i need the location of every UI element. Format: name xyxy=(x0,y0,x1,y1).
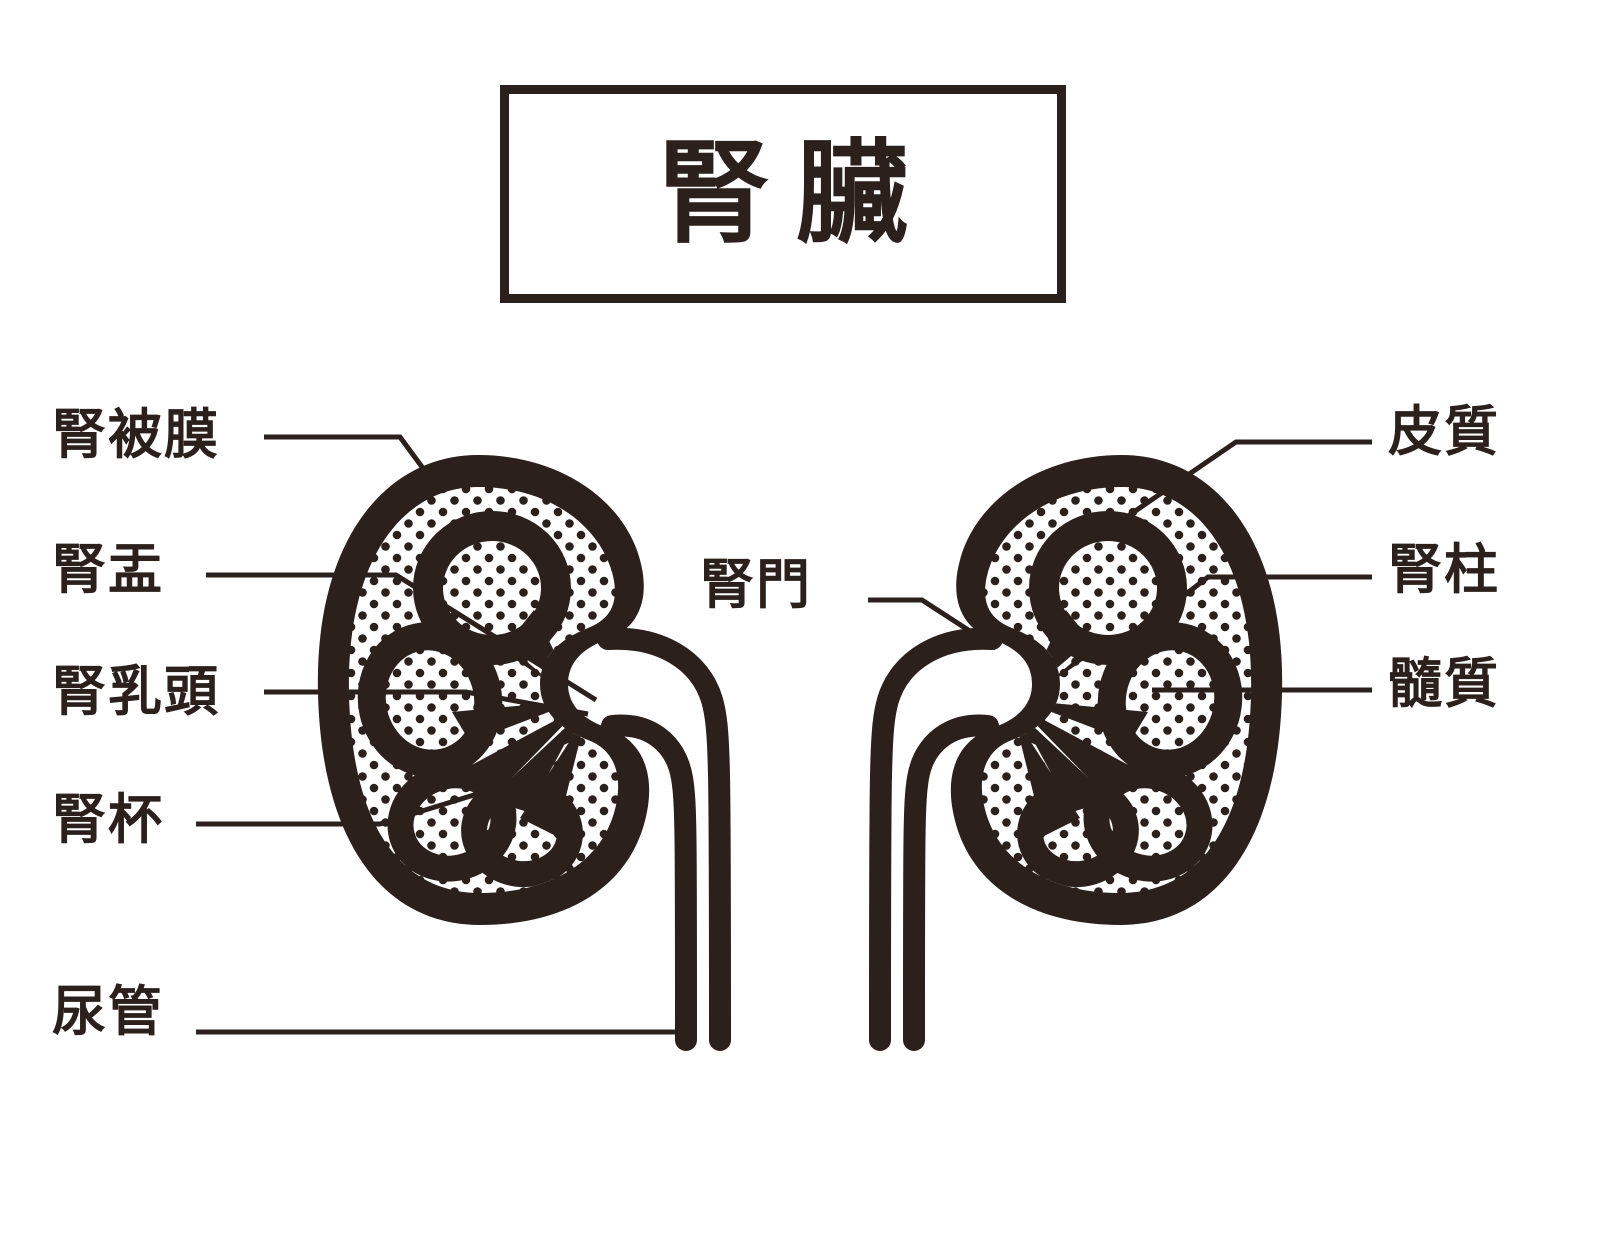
leader-renal-pelvis xyxy=(206,572,598,703)
left-kidney-figure xyxy=(317,455,731,1051)
right-kidney-figure xyxy=(869,455,1283,1051)
pelvis-branch-lower-2 xyxy=(520,716,586,836)
label-renal-cortex: 皮質 xyxy=(1388,400,1500,463)
label-renal-calyx: 腎杯 xyxy=(52,788,164,851)
renal-calyx-mid-right xyxy=(1097,622,1243,778)
leader-renal-papilla xyxy=(264,689,589,717)
label-renal-column: 腎柱 xyxy=(1388,538,1500,601)
renal-calyx-upper xyxy=(413,511,571,665)
pelvis-branch-lower xyxy=(488,712,582,812)
pelvis-branch-lower-right xyxy=(1018,712,1112,812)
label-renal-medulla: 髓質 xyxy=(1388,652,1500,715)
leader-renal-column xyxy=(1112,574,1372,652)
ureter-outer-wall-left xyxy=(597,627,731,1051)
pelvis-branch-mid-2 xyxy=(466,706,582,790)
leader-renal-calyx xyxy=(196,779,517,827)
leader-renal-capsule xyxy=(264,434,439,488)
pelvis-branch-lower-2-right xyxy=(1014,716,1080,836)
leader-renal-cortex xyxy=(1126,439,1372,519)
label-renal-pelvis: 腎盂 xyxy=(52,538,164,601)
page-title: 腎臟 xyxy=(658,129,934,259)
title-box: 腎臟 xyxy=(500,85,1066,303)
ureter-inner-wall-right xyxy=(903,714,999,1051)
leader-lines xyxy=(196,434,1372,1035)
label-renal-papilla: 腎乳頭 xyxy=(52,660,220,723)
label-renal-hilum: 腎門 xyxy=(700,553,812,616)
pelvis-branch-mid-2-right xyxy=(1018,706,1134,790)
label-ureter: 尿管 xyxy=(52,980,164,1043)
renal-calyx-mid xyxy=(357,622,503,778)
renal-calyx-upper-right xyxy=(1029,511,1187,665)
label-renal-capsule: 腎被膜 xyxy=(52,403,220,466)
ureter-outer-wall-right xyxy=(869,627,1003,1051)
ureter-inner-wall-left xyxy=(601,714,697,1051)
leader-renal-hilum xyxy=(868,597,998,651)
